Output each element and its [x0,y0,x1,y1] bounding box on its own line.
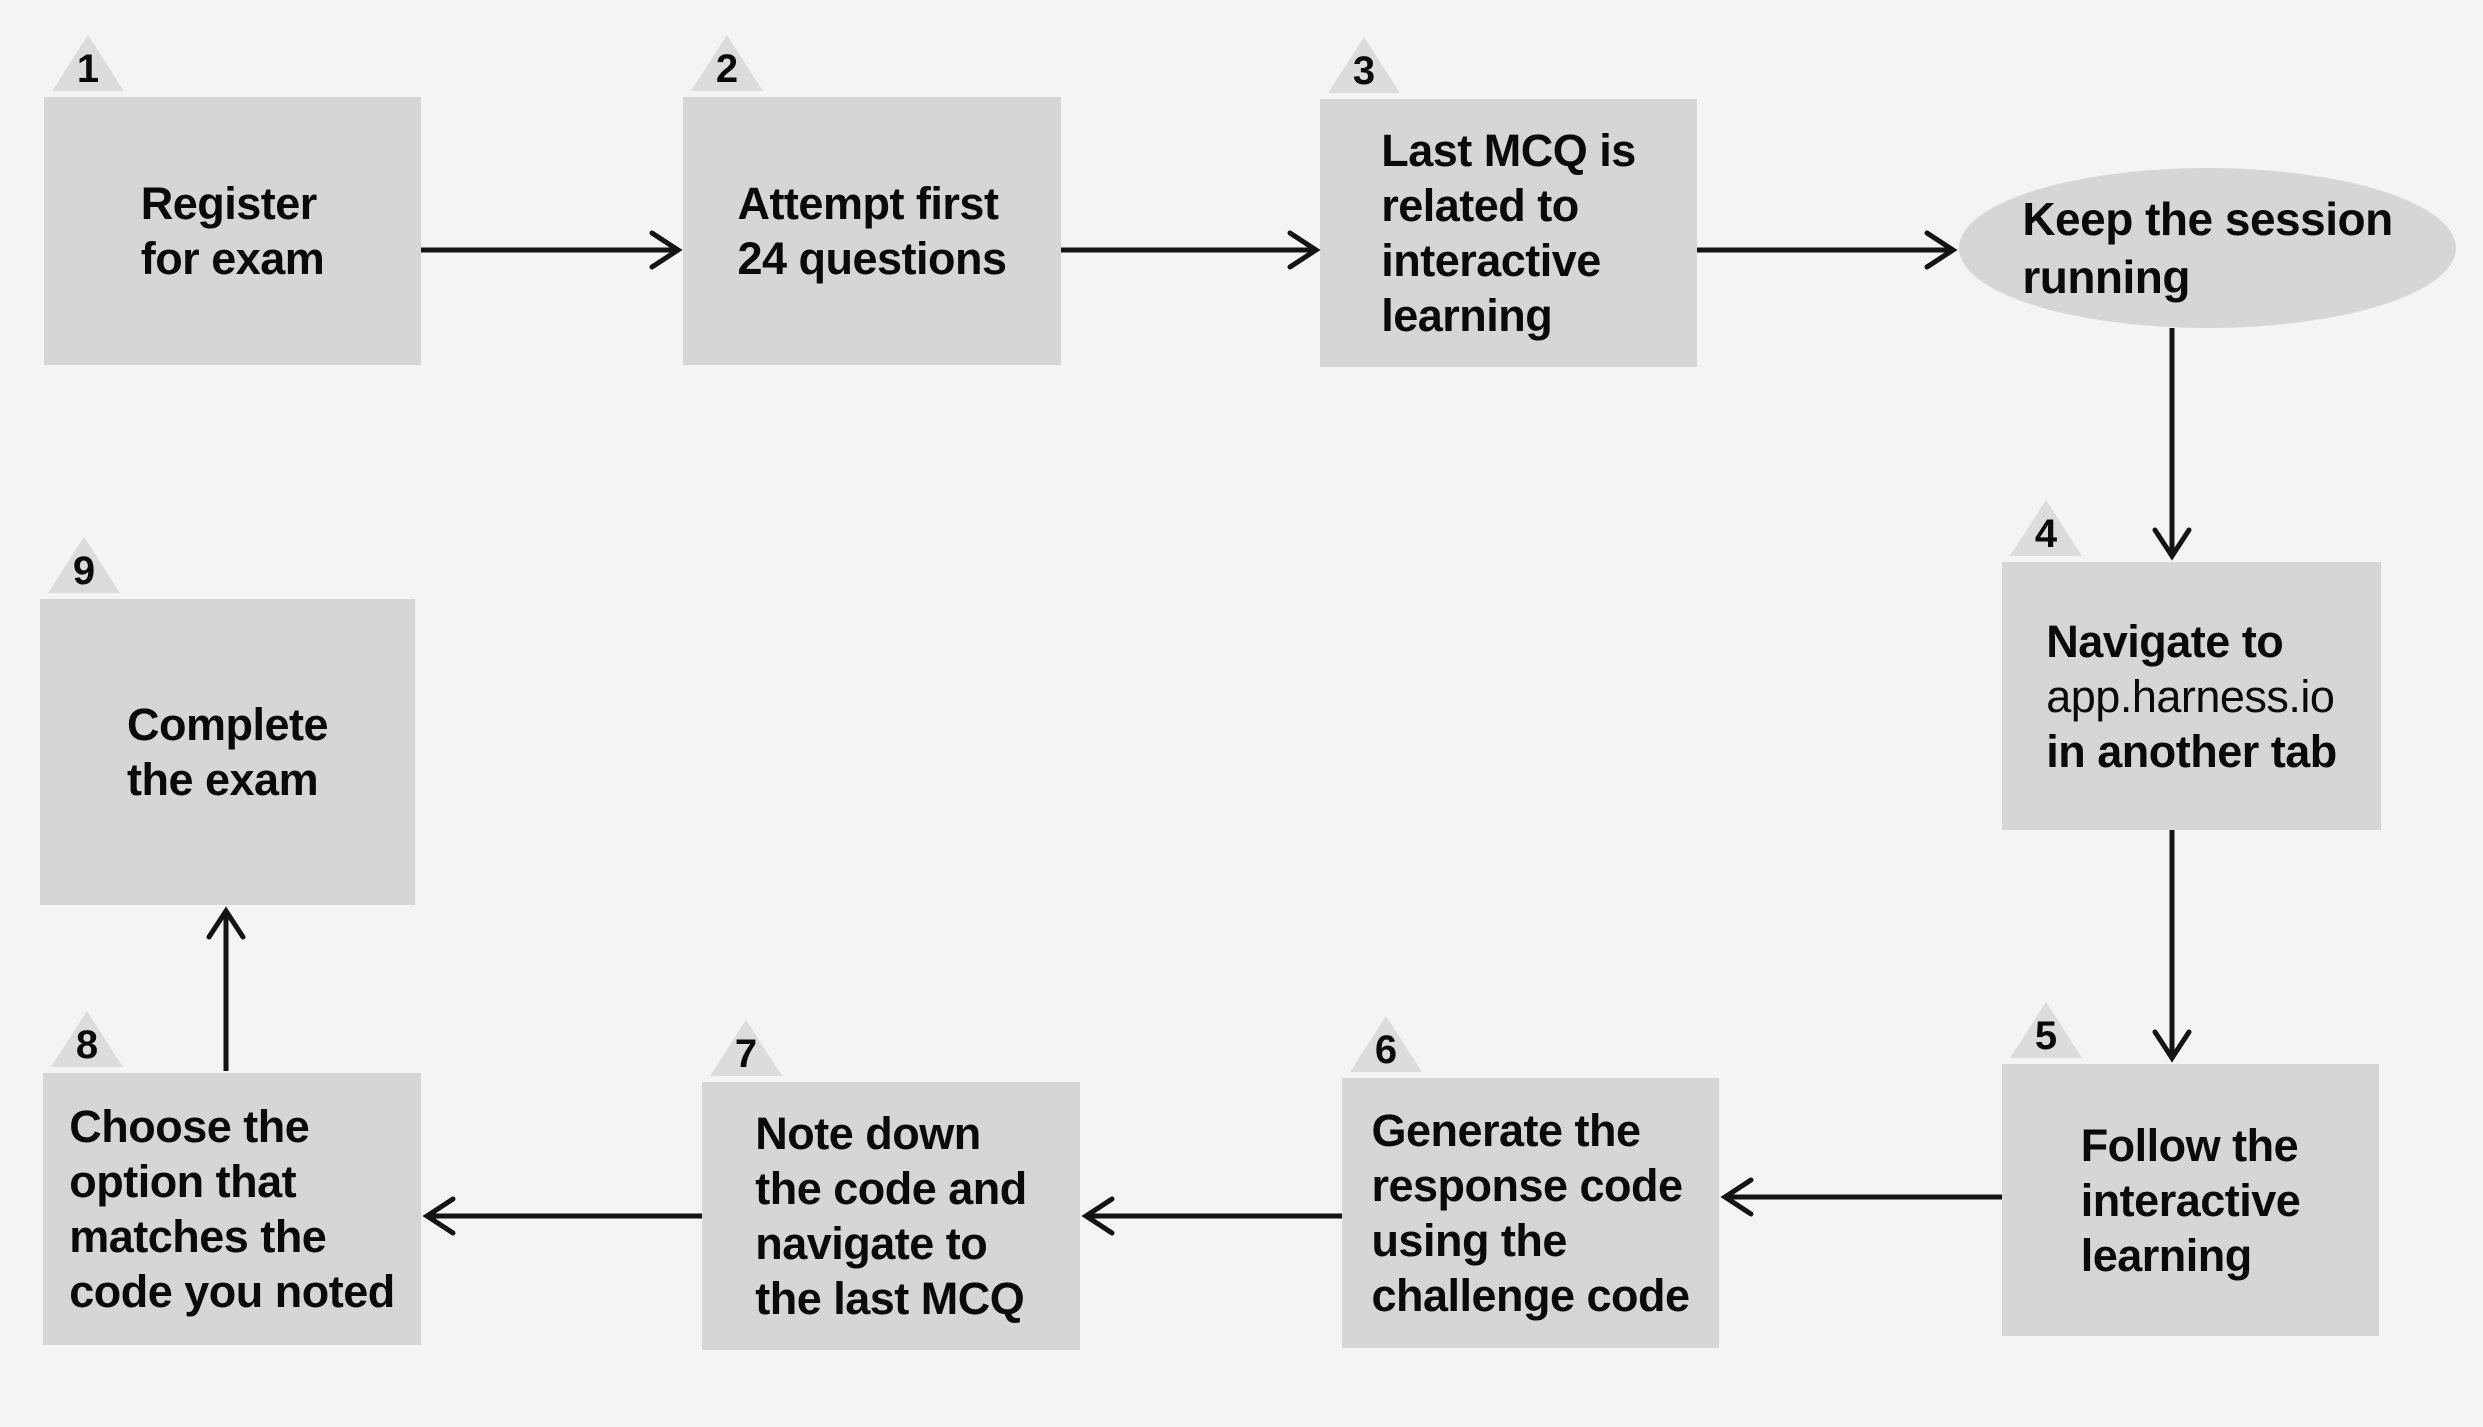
node-label: Navigate to app.harness.io in another ta… [2046,614,2337,779]
flow-step-register-for-exam: Register for exam [44,97,421,365]
node-label: Register for exam [141,176,325,286]
step-number: 2 [715,47,739,91]
triangle-icon [691,35,763,91]
node-line: interactive [2080,1174,2301,1226]
node-line: related to [1381,180,1579,231]
step-marker-3: 3 [1328,37,1400,93]
flow-step-last-mcq-interactive-learning: Last MCQ is related to interactive learn… [1320,99,1697,367]
node-line: response code [1371,1160,1683,1211]
node-line: Keep the session [2022,193,2393,245]
step-number: 7 [734,1032,758,1076]
step-number: 3 [1352,49,1376,93]
node-line: learning [1381,290,1553,341]
node-line: using the [1371,1215,1567,1266]
flow-step-attempt-first-24-questions: Attempt first 24 questions [683,97,1061,365]
node-line: Attempt first [737,178,999,229]
node-line: Choose the [69,1101,310,1152]
node-line: Last MCQ is [1381,125,1636,176]
node-line: in another tab [2046,725,2337,777]
node-line: Follow the [2080,1119,2299,1171]
triangle-icon [52,35,124,91]
step-number: 6 [1374,1028,1398,1072]
node-line: Register [140,178,318,229]
node-label: Complete the exam [126,697,329,807]
node-line: Complete [126,699,329,750]
step-marker-6: 6 [1350,1016,1422,1072]
flow-step-follow-interactive-learning: Follow the interactive learning [2002,1064,2379,1336]
node-line: navigate to [755,1218,988,1269]
triangle-icon [2010,1002,2082,1058]
triangle-icon [1328,37,1400,93]
step-marker-4: 4 [2010,500,2082,556]
node-line: interactive [1381,235,1601,286]
flow-step-choose-matching-option: Choose the option that matches the code … [43,1073,421,1345]
flow-step-keep-session-running: Keep the session running [1959,168,2456,328]
node-label: Generate the response code using the cha… [1371,1103,1690,1323]
node-label: Keep the session running [2022,190,2393,306]
triangle-icon [1350,1016,1422,1072]
flow-step-complete-the-exam: Complete the exam [40,599,415,905]
step-number: 4 [2034,512,2058,556]
node-line: learning [2080,1229,2253,1281]
step-number: 5 [2034,1014,2058,1058]
triangle-icon [48,537,120,593]
step-marker-7: 7 [710,1020,782,1076]
step-marker-9: 9 [48,537,120,593]
node-line: Note down [755,1108,981,1159]
node-label: Note down the code and navigate to the l… [755,1106,1027,1326]
step-marker-5: 5 [2010,1002,2082,1058]
node-line: Navigate to [2046,615,2284,667]
node-label: Choose the option that matches the code … [69,1099,395,1319]
step-number: 8 [75,1023,99,1067]
node-line: option that [69,1156,297,1207]
triangle-icon [51,1011,123,1067]
step-marker-1: 1 [52,35,124,91]
node-line: for exam [140,233,325,284]
node-line: matches the [69,1211,327,1262]
step-number: 9 [72,549,96,593]
step-marker-2: 2 [691,35,763,91]
step-marker-8: 8 [51,1011,123,1067]
node-line: the code and [755,1163,1027,1214]
node-line: code you noted [69,1266,395,1317]
node-line: the exam [126,754,319,805]
triangle-icon [2010,500,2082,556]
node-line: running [2022,251,2190,303]
flow-step-generate-response-code: Generate the response code using the cha… [1342,1078,1719,1348]
node-label: Last MCQ is related to interactive learn… [1381,123,1636,343]
flow-step-note-down-code-navigate: Note down the code and navigate to the l… [702,1082,1080,1350]
node-line: Generate the [1371,1105,1641,1156]
node-line: app.harness.io [2046,670,2335,722]
flow-step-navigate-to-app-harness-io: Navigate to app.harness.io in another ta… [2002,562,2381,830]
step-number: 1 [76,47,100,91]
triangle-icon [710,1020,782,1076]
node-line: challenge code [1371,1270,1690,1321]
node-line: the last MCQ [755,1273,1025,1324]
node-label: Attempt first 24 questions [737,176,1007,286]
node-line: 24 questions [737,233,1007,284]
node-label: Follow the interactive learning [2081,1118,2301,1283]
